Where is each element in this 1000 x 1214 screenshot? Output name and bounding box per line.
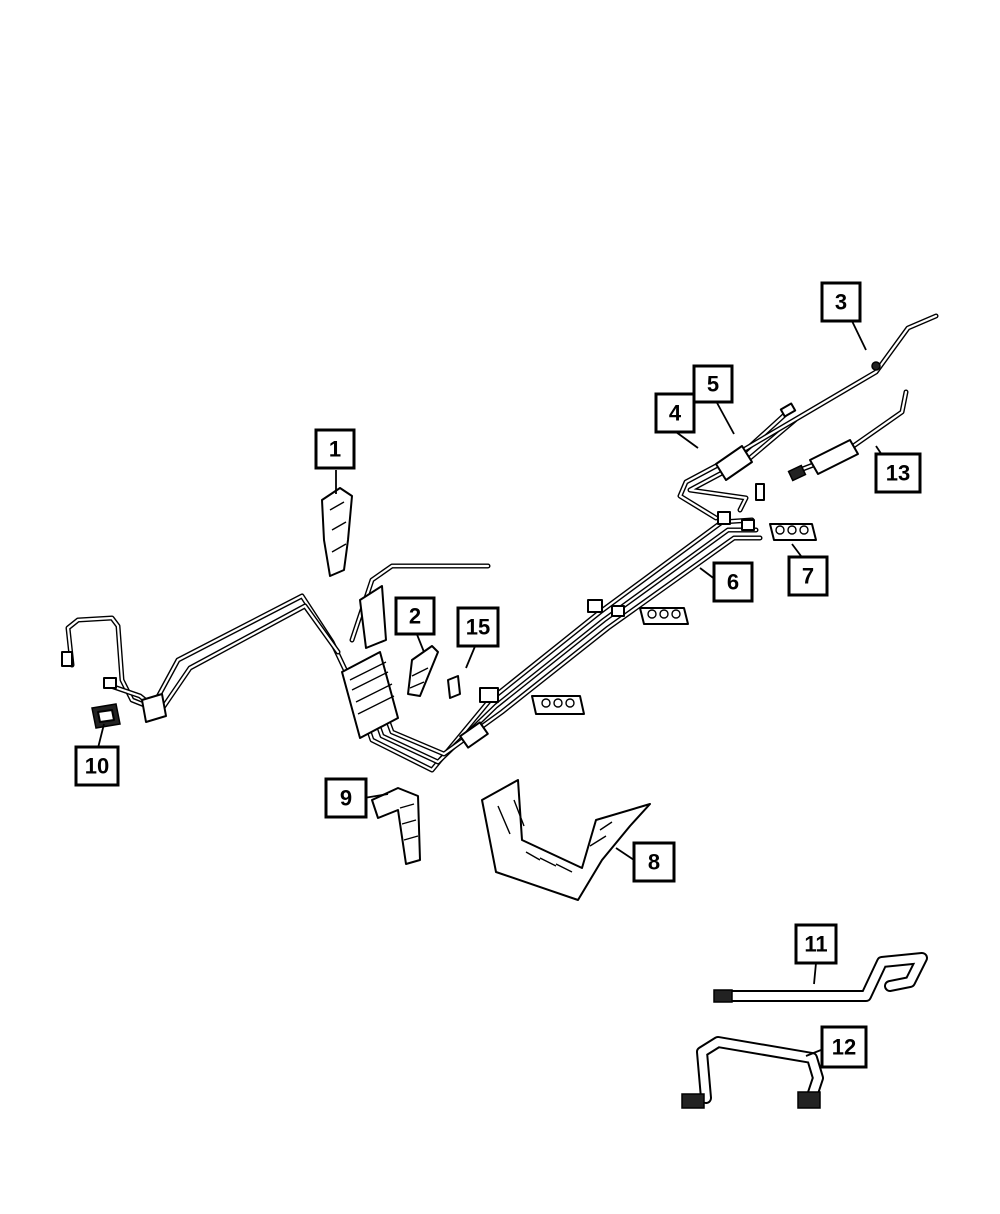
part-8-shield	[481, 779, 651, 901]
callout-11: 11	[794, 923, 838, 965]
callout-5-label: 5	[707, 372, 719, 397]
callout-3: 3	[820, 281, 862, 323]
callout-9: 9	[324, 777, 368, 819]
callout-6-label: 6	[727, 570, 739, 595]
callout-4-label: 4	[669, 401, 682, 426]
part-15-clip	[447, 675, 461, 699]
part-1-bracket	[321, 487, 353, 577]
callout-8-label: 8	[648, 850, 660, 875]
callout-12: 12	[820, 1025, 868, 1069]
callout-2-label: 2	[409, 604, 421, 629]
callout-2: 2	[394, 596, 436, 636]
callout-1: 1	[314, 428, 356, 470]
part-9-retainer	[371, 787, 421, 865]
callout-15-label: 15	[466, 615, 490, 640]
callout-1-label: 1	[329, 437, 341, 462]
callout-5: 5	[692, 364, 734, 404]
part-12-hose	[681, 1036, 824, 1109]
callout-8: 8	[632, 841, 676, 883]
part-13-vapor-line	[787, 389, 909, 482]
callout-11-label: 11	[804, 932, 827, 957]
callout-13: 13	[874, 452, 922, 494]
main-line-bundle	[61, 313, 939, 773]
callout-12-label: 12	[832, 1035, 856, 1060]
callout-13-label: 13	[886, 461, 910, 486]
callout-7-label: 7	[802, 564, 814, 589]
part-7-clips	[531, 523, 817, 715]
callout-10: 10	[74, 745, 120, 787]
callout-10-label: 10	[85, 754, 109, 779]
part-11-hose	[713, 952, 928, 1003]
part-2-clip	[407, 645, 439, 697]
callout-9-label: 9	[340, 786, 352, 811]
callout-6: 6	[712, 561, 754, 603]
callout-15: 15	[456, 606, 500, 648]
callout-4: 4	[654, 392, 696, 434]
callout-3-label: 3	[835, 290, 847, 315]
part-10-clip	[91, 703, 121, 729]
callout-7: 7	[787, 555, 829, 597]
